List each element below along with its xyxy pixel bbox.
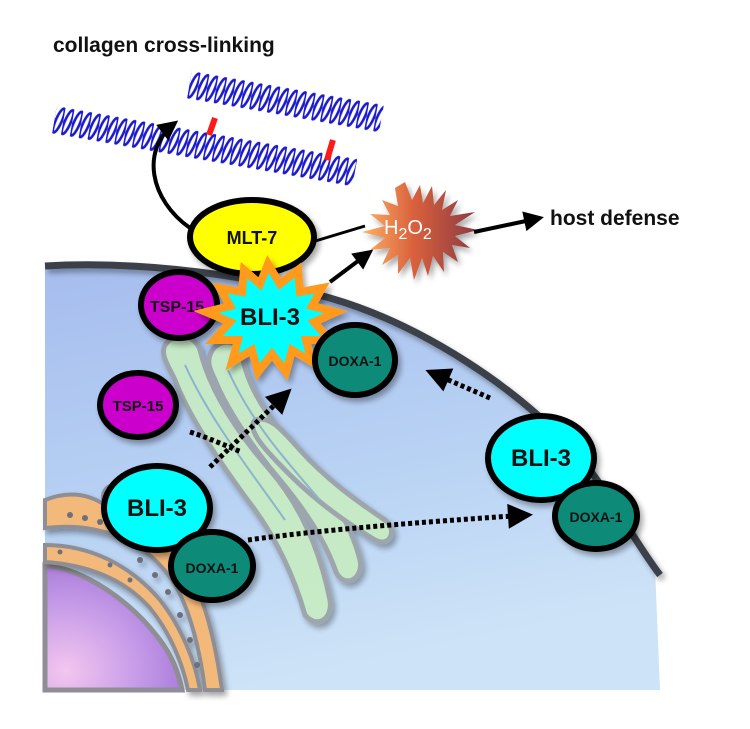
bli3-active-label: BLI-3 (240, 304, 300, 331)
arrow-bli3-to-h2o2 (328, 249, 374, 284)
arrow-mlt7-to-h2o2 (311, 224, 366, 244)
golgi-apparatus (160, 333, 394, 625)
doxa1-membrane-node (312, 322, 398, 398)
arrow-er-to-membrane (247, 503, 533, 543)
arrow-tsp15-trafficking (189, 429, 243, 455)
h2o2-burst (362, 182, 478, 280)
mlt7-label: MLT-7 (227, 228, 278, 248)
crosslink-bond (206, 117, 218, 136)
tsp15-membrane-label: TSP-15 (150, 299, 204, 316)
tsp15-membrane-node (138, 269, 220, 341)
tsp15-internal-label: TSP-15 (113, 398, 164, 415)
host-defense-label: host defense (550, 207, 680, 230)
arrow-mlt7-to-collagen (151, 120, 192, 230)
bli3-right-node (485, 413, 597, 503)
tsp15-internal-node (97, 370, 179, 440)
arrow-h2o2-to-host-defense (473, 211, 544, 234)
doxa1-er-label: DOXA-1 (186, 560, 239, 576)
crosslink-bond (324, 139, 336, 161)
bli3-er-label: BLI-3 (127, 495, 187, 522)
nucleus (42, 562, 186, 693)
title-collagen-crosslinking: collagen cross-linking (53, 34, 275, 57)
collagen-fiber-upper (186, 70, 385, 134)
bli3-active-node (193, 255, 349, 381)
collagen-fibers (51, 70, 385, 188)
doxa1-er-node (168, 529, 256, 603)
h2o2-label: H2O2 (384, 217, 432, 243)
bli3-right-label: BLI-3 (511, 445, 571, 472)
doxa1-right-label: DOXA-1 (570, 509, 623, 525)
collagen-fiber-lower (51, 105, 358, 188)
doxa1-membrane-label: DOXA-1 (329, 353, 382, 369)
arrow-bli3-to-membrane (425, 368, 491, 401)
doxa1-right-node (552, 480, 640, 552)
bli3-er-node (101, 463, 213, 553)
